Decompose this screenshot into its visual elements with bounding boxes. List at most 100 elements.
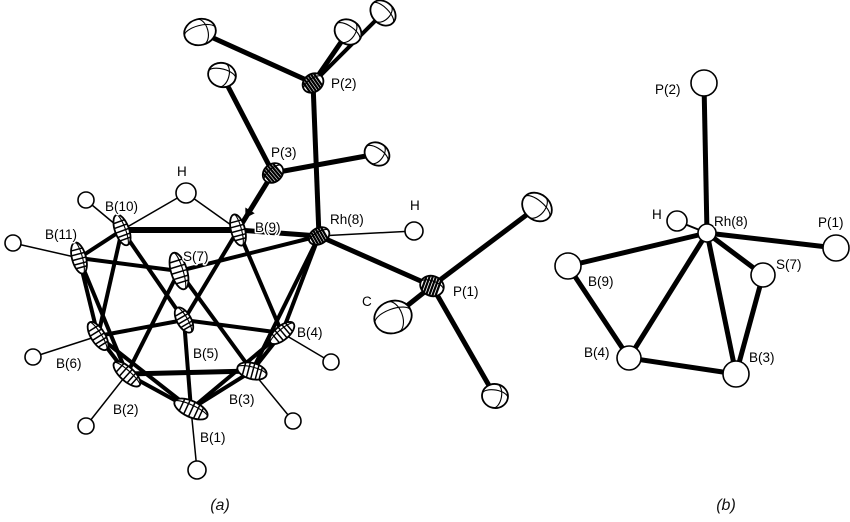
- atom-hatch-B10-1: [114, 223, 127, 230]
- bond-B10-B6: [96, 229, 124, 337]
- atom-meridian-v-Me5: [370, 144, 386, 165]
- bond-Rhb-B4b: [626, 231, 710, 360]
- atom-hatch-B2-1: [118, 365, 129, 377]
- atom-hatch-Rh8-1: [310, 232, 320, 245]
- atom-hatch-B9-0: [230, 219, 242, 224]
- atom-hatch-S7-2: [171, 268, 187, 275]
- atom-ellipse-Me8: [481, 383, 509, 409]
- bond-B2-H2: [85, 373, 128, 427]
- atom-hatch-B4-1: [274, 329, 284, 341]
- atom-meridian-v-Me7: [387, 301, 405, 333]
- atom-P1: [419, 274, 445, 298]
- atom-hatch-B10-3: [117, 232, 131, 239]
- atom-hatch-B11-4: [76, 265, 87, 270]
- label-B9b: B(9): [588, 274, 614, 289]
- atom-hatch-B5-0: [174, 309, 186, 317]
- label-B5: B(5): [193, 346, 219, 361]
- atom-hatch-B1-0: [178, 398, 186, 411]
- atom-hatch-S7-3: [173, 274, 188, 281]
- atom-hatch-B6-2: [92, 332, 105, 341]
- atom-hatch-P1-3: [428, 276, 437, 296]
- atom-hatch-B11-2: [72, 256, 86, 262]
- atom-meridian-h-B6: [89, 321, 108, 351]
- label-B2: B(2): [113, 402, 139, 417]
- bond-Rhb-B3b: [704, 232, 739, 375]
- atom-H6: [24, 348, 42, 366]
- atom-H11: [4, 234, 22, 252]
- atom-P1b: [822, 234, 850, 262]
- label-B10: B(10): [105, 199, 138, 214]
- atom-hatch-B3-4: [258, 367, 263, 380]
- atom-hatch-P2-4: [310, 73, 322, 89]
- atom-H2: [77, 417, 95, 435]
- bond-S7-B3: [177, 269, 254, 373]
- atom-hatch-S7-0: [169, 258, 183, 264]
- atom-B3: [236, 361, 268, 381]
- atom-hatch-B4-2: [277, 326, 288, 339]
- atom-hatch-B3-3: [254, 365, 260, 380]
- atom-H1: [187, 460, 207, 480]
- atom-hatch-B3-0: [241, 362, 247, 376]
- atom-hatch-Rh8-4: [317, 227, 327, 242]
- atom-H10: [77, 191, 95, 209]
- atom-hatch-B10-0: [113, 219, 125, 225]
- bond-B11-B2: [77, 257, 129, 375]
- atom-hatch-P3-1: [263, 169, 275, 183]
- caption-b: (b): [716, 497, 736, 514]
- label-B6: B(6): [56, 356, 82, 371]
- atom-hatch-P3-5: [272, 162, 284, 176]
- atom-ellipse-Me2: [333, 18, 363, 46]
- atom-hatch-P2-3: [307, 75, 320, 91]
- atom-ellipse-Me6: [521, 191, 553, 223]
- bond-B5-B6: [97, 318, 185, 338]
- atom-hatch-B4-0: [271, 333, 280, 344]
- atom-hatch-B5-1: [176, 313, 189, 321]
- atom-hatch-B1-2: [187, 402, 196, 417]
- label-P2: P(2): [331, 76, 357, 91]
- atom-ellipse-B11: [70, 241, 88, 275]
- bond-Hbr-B10: [121, 192, 187, 231]
- atom-hatch-P2-2: [305, 76, 317, 92]
- label-P1: P(1): [453, 284, 479, 299]
- atom-hatch-P2-5: [312, 73, 323, 87]
- atom-meridian-h-Me4: [207, 67, 237, 79]
- atom-hatch-B2-0: [115, 363, 125, 373]
- bond-Rh8-B4: [280, 235, 321, 334]
- atom-meridian-h-B9: [233, 214, 244, 246]
- atom-Me1: [183, 17, 217, 47]
- atom-hatch-B2-4: [130, 376, 139, 386]
- atom-meridian-v-Me6: [528, 196, 548, 219]
- bond-B4-B5: [183, 318, 283, 335]
- bond-P1-Me8: [429, 284, 498, 398]
- label-B1: B(1): [200, 430, 226, 445]
- atom-hatch-P3-0: [262, 172, 272, 184]
- atom-meridian-v-Me8: [492, 383, 503, 409]
- bond-Rh8-B9: [237, 227, 320, 239]
- bond-P3-Me4: [219, 73, 276, 175]
- atom-hatch-Rh8-3: [314, 228, 325, 243]
- atom-B11: [70, 241, 88, 275]
- atom-hatch-B4-3: [281, 324, 291, 335]
- bond-B3b-S7b: [733, 274, 766, 375]
- atom-hatch-B9-3: [233, 233, 246, 238]
- bond-B6-H6: [32, 335, 99, 358]
- atom-Me2: [333, 18, 363, 46]
- bond-P3-Me5: [272, 151, 378, 176]
- atom-hatch-B11-1: [71, 251, 85, 257]
- label-C: C: [362, 294, 372, 309]
- bond-Rhb-B9b: [567, 230, 708, 269]
- atom-hatch-B6-3: [95, 336, 107, 345]
- caption-a: (a): [210, 497, 230, 514]
- atom-meridian-v-Me4: [218, 62, 230, 88]
- atom-hatch-P1-1: [422, 275, 431, 293]
- atom-hatch-B1-1: [183, 400, 191, 415]
- atom-H3: [284, 412, 302, 430]
- bond-arrowhead-P3-B9: [245, 207, 255, 219]
- atom-hatch-B6-4: [98, 340, 108, 348]
- bond-P2-Me3: [311, 11, 385, 85]
- atom-Me4: [207, 61, 237, 89]
- bond-B11-S7: [78, 256, 180, 273]
- atom-meridian-h-Me2: [336, 22, 361, 41]
